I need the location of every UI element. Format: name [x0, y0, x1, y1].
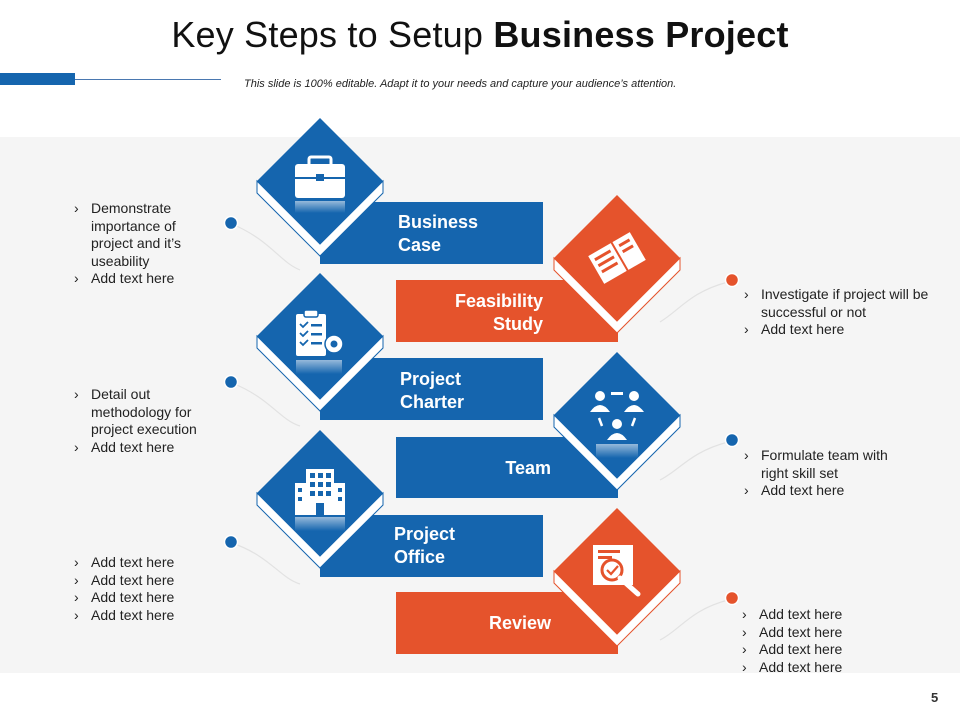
- notes-left-3: Add text here Add text here Add text her…: [72, 554, 212, 624]
- step-label: Review: [489, 613, 552, 633]
- marker-dot: [223, 534, 239, 550]
- list-item: Add text here: [72, 270, 212, 288]
- notes-right-3: Add text here Add text here Add text her…: [740, 606, 890, 676]
- step-review: Review: [396, 508, 681, 654]
- review-magnifier-icon: [593, 545, 641, 597]
- title-accent-bar: [0, 73, 75, 85]
- list-item: Add text here: [72, 589, 212, 607]
- connector-line: [659, 441, 729, 481]
- title-accent-line: [75, 79, 221, 80]
- page-title: Key Steps to Setup Business Project: [0, 14, 960, 56]
- list-item: Investigate if project will be successfu…: [742, 286, 932, 321]
- list-item: Add text here: [742, 482, 892, 500]
- title-regular: Key Steps to Setup: [171, 14, 494, 55]
- notes-left-1: Demonstrate importance of project and it…: [72, 200, 212, 288]
- title-bold: Business Project: [493, 14, 789, 55]
- connector-line: [659, 599, 729, 641]
- notes-right-2: Formulate team with right skill set Add …: [742, 447, 892, 500]
- marker-dot: [223, 215, 239, 231]
- list-item: Add text here: [72, 572, 212, 590]
- marker-dot: [724, 432, 740, 448]
- marker-dot: [724, 272, 740, 288]
- marker-dot: [223, 374, 239, 390]
- diamond: [554, 352, 680, 478]
- marker-dot: [724, 590, 740, 606]
- marker-dots: [223, 215, 740, 606]
- briefcase-icon: [295, 155, 345, 213]
- team-icon: [590, 391, 644, 458]
- list-item: Add text here: [742, 321, 932, 339]
- connector-line: [659, 281, 729, 323]
- list-item: Add text here: [740, 606, 890, 624]
- documents-icon: [588, 232, 646, 284]
- connector-line: [231, 542, 301, 585]
- subtitle: This slide is 100% editable. Adapt it to…: [244, 78, 677, 90]
- list-item: Detail out methodology for project execu…: [72, 386, 212, 439]
- step-team: Team: [396, 352, 681, 498]
- page-number: 5: [931, 690, 939, 705]
- list-item: Formulate team with right skill set: [742, 447, 892, 482]
- building-icon: [295, 469, 345, 531]
- list-item: Add text here: [740, 624, 890, 642]
- notes-right-1: Investigate if project will be successfu…: [742, 286, 932, 339]
- list-item: Add text here: [72, 607, 212, 625]
- connector-line: [231, 382, 301, 427]
- notes-left-2: Detail out methodology for project execu…: [72, 386, 212, 456]
- list-item: Add text here: [740, 659, 890, 677]
- connector-line: [231, 223, 301, 271]
- list-item: Add text here: [740, 641, 890, 659]
- step-label: Team: [505, 458, 551, 478]
- checklist-gear-icon: [296, 309, 344, 374]
- list-item: Demonstrate importance of project and it…: [72, 200, 212, 270]
- list-item: Add text here: [72, 554, 212, 572]
- list-item: Add text here: [72, 439, 212, 457]
